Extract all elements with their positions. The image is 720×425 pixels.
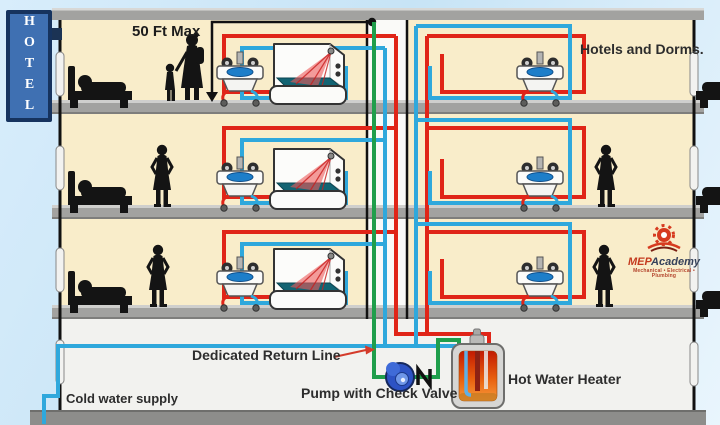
label-building-type: Hotels and Dorms. [580,41,704,57]
logo-tagline: Mechanical • Electrical • Plumbing [633,268,695,279]
label-pump: Pump with Check Valve [301,385,458,401]
return-line-arrow-icon [333,345,375,358]
wall-pilasters [55,51,699,387]
tub-shower-icon [269,248,347,310]
water-heater-icon [451,328,505,409]
mep-academy-logo: MEPAcademy Mechanical • Electrical • Plu… [624,224,704,279]
floor-slabs [52,100,704,319]
down-arrow-icon [206,92,218,102]
tub-shower-icon [269,43,347,105]
label-max-distance: 50 Ft Max [132,23,201,40]
label-water-heater: Hot Water Heater [508,371,622,387]
hotel-sign-text: HOTEL [22,13,37,119]
label-return-line: Dedicated Return Line [192,347,341,363]
check-valve-icon [416,363,432,391]
mep-academy-gear-icon [647,224,681,252]
dip-tube [464,351,472,397]
logo-brand-prefix: MEP [628,256,652,268]
hotel-sign: HOTEL [6,10,52,122]
roof-slab [52,8,704,20]
pump-icon [385,362,415,392]
label-cold-supply: Cold water supply [66,391,178,406]
building-shell [30,8,706,425]
ground [30,410,706,425]
logo-brand-suffix: Academy [651,256,700,268]
tub-shower-icon [269,148,347,210]
mechanical-room [60,319,694,410]
